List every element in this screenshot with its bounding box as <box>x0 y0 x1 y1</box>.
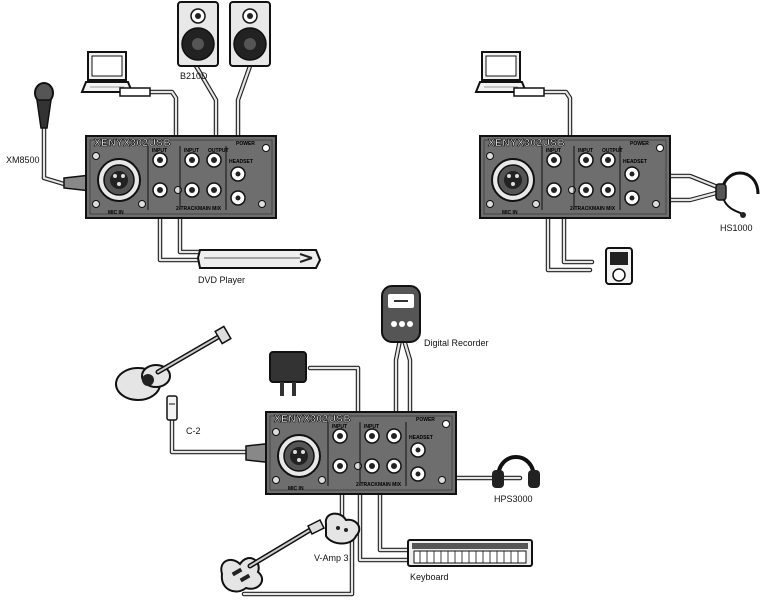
main-mix-label: MAIN MIX <box>198 206 222 212</box>
headset-label: HEADSET <box>409 435 433 441</box>
main-mix-label: MAIN MIX <box>592 206 616 212</box>
mic-in-label: MIC IN <box>288 486 304 492</box>
two-track-label: 2-TRACK <box>176 206 198 212</box>
headset-icon <box>715 171 760 218</box>
mixer-3: XENYX302USB INPUT INPUT POWER HEADSET MI… <box>265 411 457 495</box>
two-track-label: 2-TRACK <box>570 206 592 212</box>
output-label: OUTPUT <box>208 148 229 154</box>
microphone-label: XM8500 <box>6 155 40 165</box>
condenser-mic-icon <box>166 395 178 421</box>
usb-plug-icon <box>513 87 545 97</box>
input-label: INPUT <box>364 424 379 430</box>
mic-in-label: MIC IN <box>502 210 518 216</box>
headphones-icon <box>492 455 540 488</box>
input-label: INPUT <box>184 148 199 154</box>
condenser-mic-label: C-2 <box>186 426 201 436</box>
mixer-1: XENYX302USB INPUT INPUT OUTPUT POWER HEA… <box>85 135 277 219</box>
input-label: INPUT <box>578 148 593 154</box>
guitar-amp-label: V-Amp 3 <box>314 553 349 563</box>
acoustic-guitar-icon <box>116 326 231 400</box>
mixer-logo: XENYX302USB <box>488 138 565 149</box>
headphones-label: HPS3000 <box>494 494 533 504</box>
speaker-right-icon <box>229 1 271 67</box>
microphone-icon <box>34 82 54 129</box>
guitar-amp-icon <box>324 512 361 545</box>
setup-3: Digital Recorder C-2 XENYX302USB INPUT I… <box>116 285 540 597</box>
input-label: INPUT <box>546 148 561 154</box>
keyboard-icon <box>407 539 533 567</box>
mixer-2: XENYX302USB INPUT INPUT OUTPUT POWER HEA… <box>479 135 671 219</box>
setup-2: XENYX302USB INPUT INPUT OUTPUT POWER HEA… <box>475 51 760 285</box>
speakers-label: B210D <box>180 71 208 81</box>
laptop-icon <box>81 51 133 93</box>
dvd-player-label: DVD Player <box>198 275 245 285</box>
power-label: POWER <box>630 141 649 147</box>
headset-label: HS1000 <box>720 223 753 233</box>
headset-label: HEADSET <box>229 159 253 165</box>
speaker-left-icon <box>177 1 219 67</box>
digital-recorder-icon <box>381 285 421 343</box>
power-label: POWER <box>236 141 255 147</box>
input-label: INPUT <box>332 424 347 430</box>
electric-guitar-icon <box>221 520 324 592</box>
power-label: POWER <box>416 417 435 423</box>
dvd-player-icon <box>196 249 322 269</box>
mic-in-label: MIC IN <box>108 210 124 216</box>
output-label: OUTPUT <box>602 148 623 154</box>
input-label: INPUT <box>152 148 167 154</box>
power-adapter-icon <box>269 351 307 396</box>
two-track-label: 2-TRACK <box>356 482 378 488</box>
usb-plug-icon <box>119 87 151 97</box>
headset-label: HEADSET <box>623 159 647 165</box>
mixer-logo: XENYX302USB <box>94 138 171 149</box>
mp3-player-icon <box>605 247 633 285</box>
recorder-label: Digital Recorder <box>424 338 489 348</box>
mixer-logo: XENYX302USB <box>274 414 351 425</box>
laptop-icon <box>475 51 527 93</box>
keyboard-label: Keyboard <box>410 572 449 582</box>
main-mix-label: MAIN MIX <box>378 482 402 488</box>
setup-1: B210D XM8500 XENYX302USB INPUT INPUT OUT… <box>6 1 322 285</box>
